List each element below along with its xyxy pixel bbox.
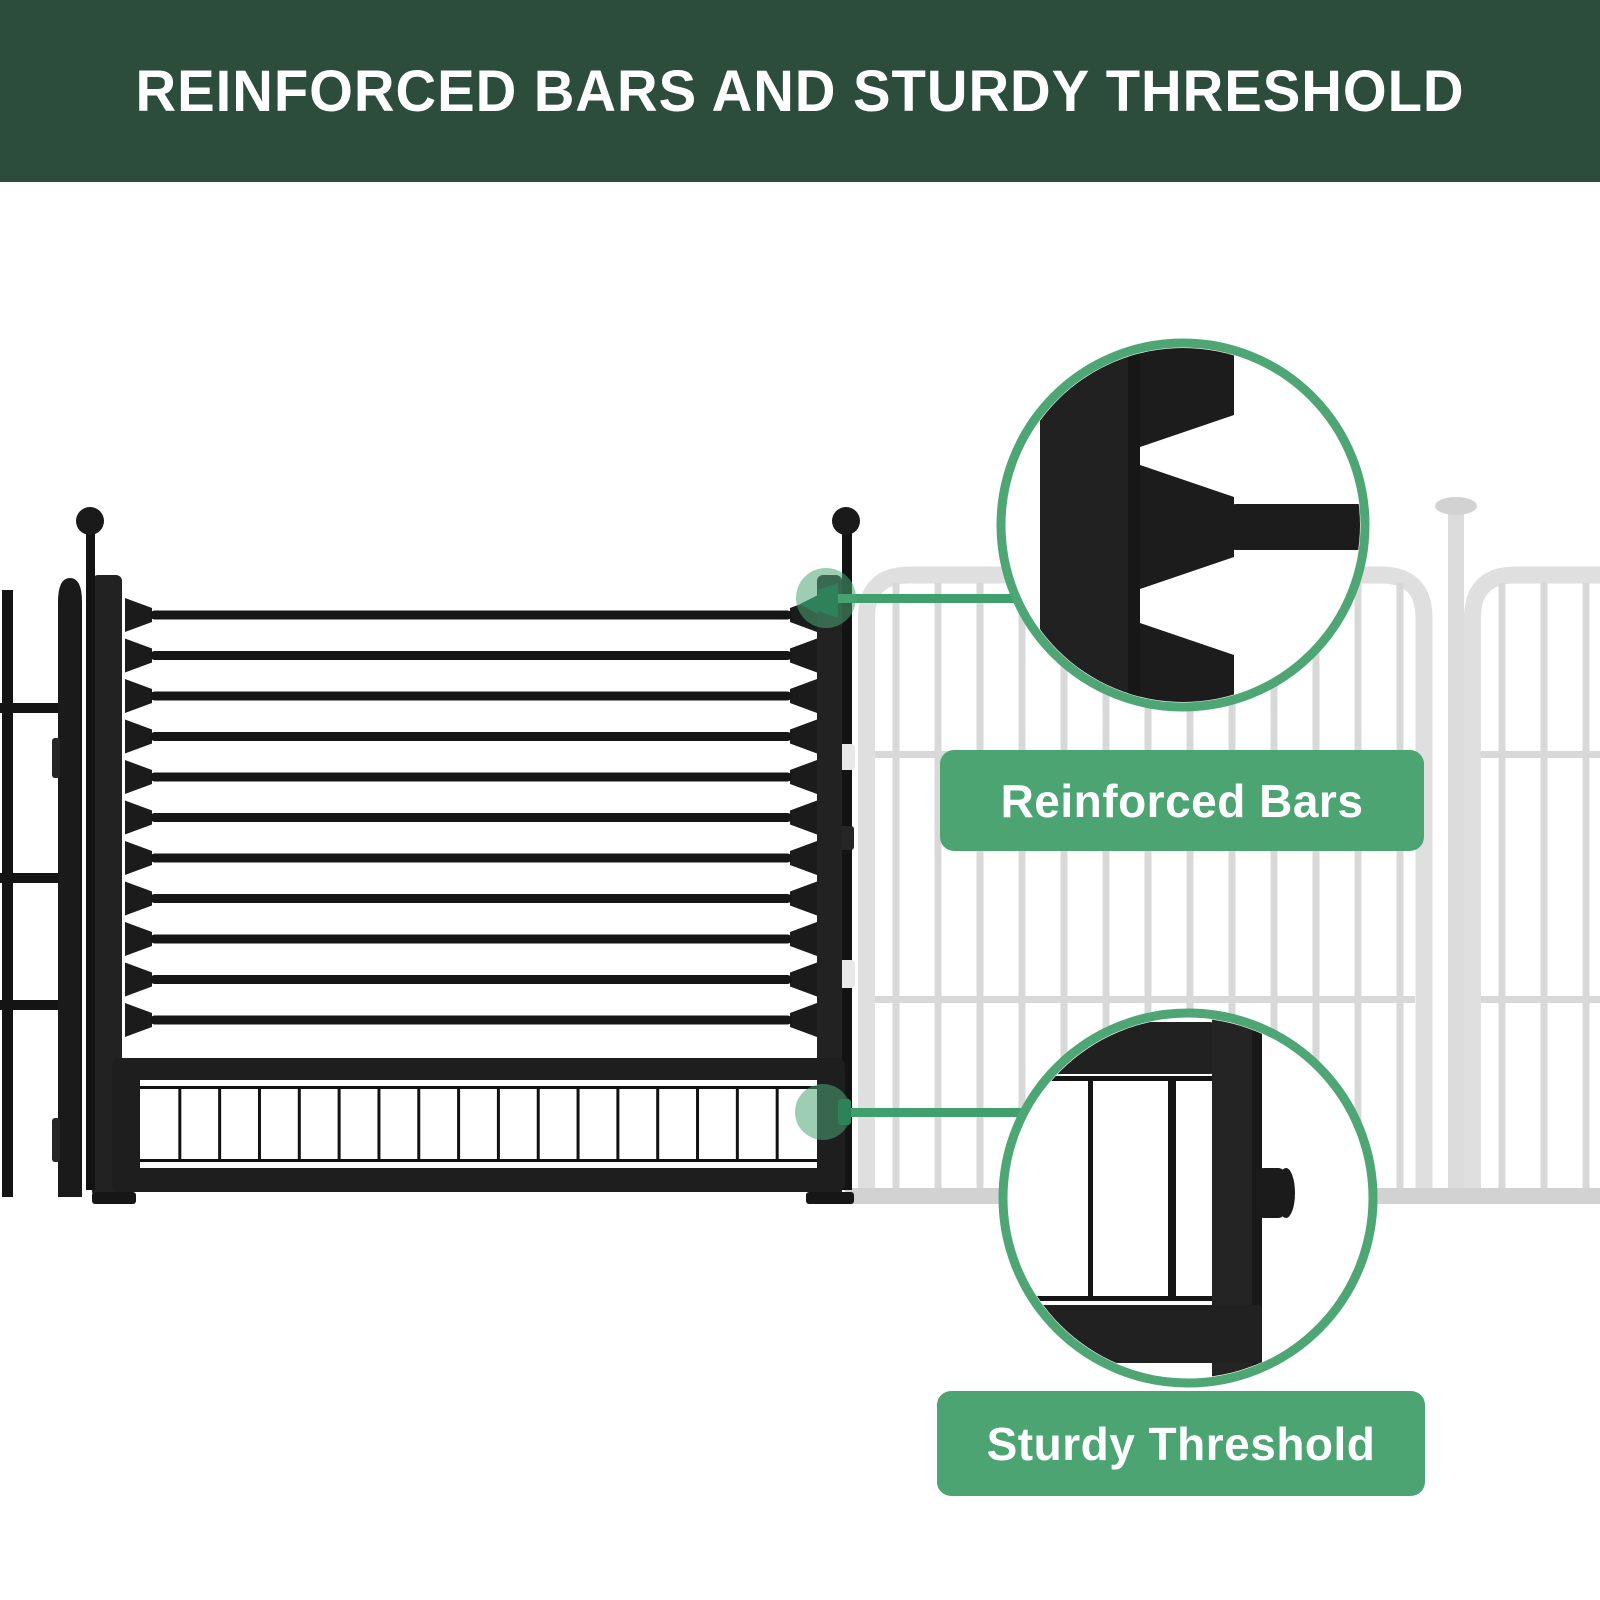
black-gate-panel [0, 507, 860, 1204]
gate-left-foot [92, 1192, 136, 1204]
disc-finial-icon [1435, 497, 1477, 515]
white-panel-wires-2 [1498, 583, 1590, 1188]
gate-bars [125, 598, 817, 1037]
threshold-zoom-circle [998, 1008, 1378, 1388]
callout-line-top [838, 594, 1020, 603]
reinforced-bar-joint-closeup [1040, 348, 1360, 702]
callout-dot-top [796, 568, 856, 628]
white-hinge-pole [1448, 514, 1464, 1194]
reinforced-bars-zoom-circle [996, 338, 1370, 712]
threshold-panel [92, 1058, 854, 1204]
sturdy-threshold-label: Sturdy Threshold [937, 1391, 1425, 1496]
gate-left-post [92, 575, 122, 1197]
gate-right-foot [806, 1192, 854, 1204]
ball-finial-left-icon [76, 507, 104, 535]
latch-knob-icon [1256, 1168, 1286, 1218]
header-banner: REINFORCED BARS AND STURDY THRESHOLD [0, 0, 1600, 182]
ball-finial-right-icon [832, 507, 860, 535]
threshold-wires [178, 1086, 779, 1162]
left-panel-frame-bar [58, 578, 82, 1197]
page-title: REINFORCED BARS AND STURDY THRESHOLD [135, 58, 1465, 124]
callout-dot-bottom [795, 1084, 851, 1140]
callout-line-bottom [840, 1108, 1026, 1117]
right-finial-pole [842, 533, 852, 1190]
white-panel-wires [892, 583, 1404, 1188]
left-side-panel [0, 578, 82, 1197]
reinforced-bars-label: Reinforced Bars [940, 750, 1424, 851]
left-finial-pole [86, 533, 95, 1190]
gate-right-post [817, 575, 842, 1197]
closeup-bar [1228, 504, 1360, 550]
white-panel-frame-2 [1464, 566, 1600, 1196]
